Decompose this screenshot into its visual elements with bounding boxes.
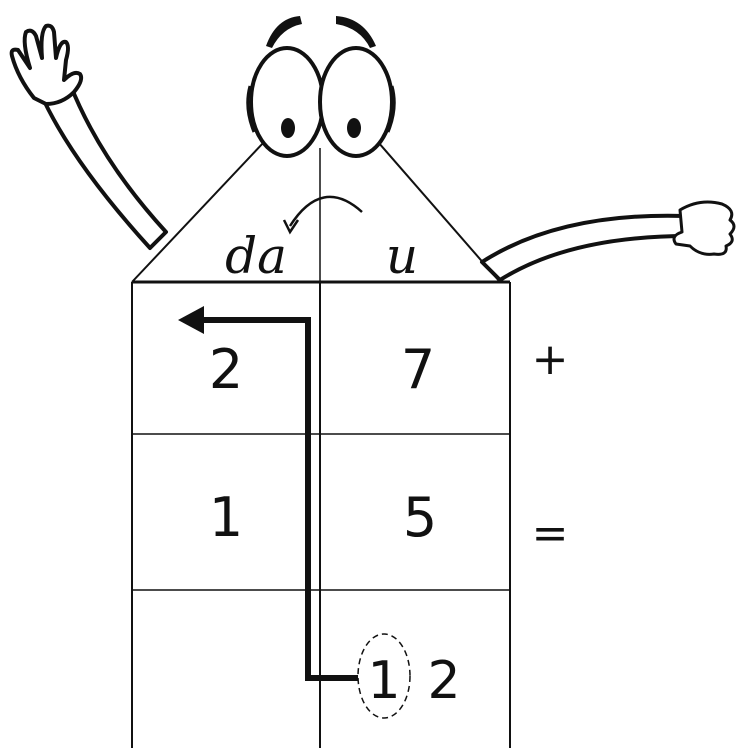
carry-digit: 1 [367, 651, 400, 711]
row2-tens-digit: 1 [209, 486, 243, 549]
result-units-digit: 2 [427, 651, 460, 711]
right-eyebrow-icon [336, 16, 376, 48]
left-eyebrow-icon [266, 16, 302, 48]
tens-header: da [225, 227, 287, 285]
right-pupil-icon [347, 118, 361, 138]
left-eye-icon [251, 48, 323, 156]
plus-operator: + [532, 334, 569, 385]
left-hand-icon [12, 26, 82, 104]
equals-operator: = [532, 508, 569, 559]
character-eyes [248, 16, 395, 156]
right-hand-icon [674, 202, 734, 254]
right-arm [482, 202, 734, 280]
row1-tens-digit: 2 [209, 338, 243, 401]
left-arm [12, 26, 166, 248]
carry-arrow [178, 306, 360, 678]
carry-mouth-arrow-icon [290, 197, 362, 226]
left-pupil-icon [281, 118, 295, 138]
roof-head [132, 142, 510, 282]
right-eye-icon [320, 48, 392, 156]
carry-arrowhead-icon [178, 306, 204, 334]
row1-units-digit: 7 [401, 338, 435, 401]
row2-units-digit: 5 [403, 486, 437, 549]
units-header: u [386, 227, 418, 285]
